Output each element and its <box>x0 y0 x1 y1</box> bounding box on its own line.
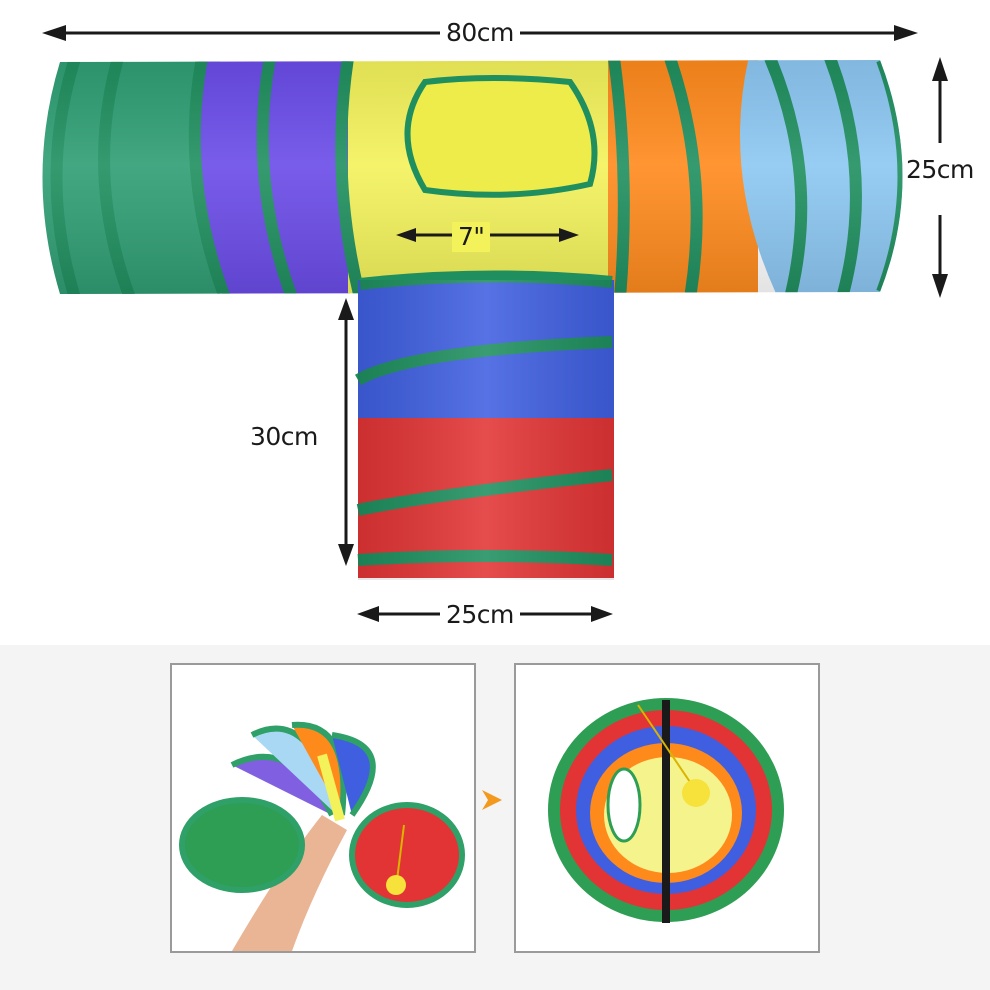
branch-width-label: 25cm <box>440 600 520 630</box>
branch-length-label: 30cm <box>244 422 324 452</box>
diameter-label: 25cm <box>906 155 974 185</box>
folded-tunnel-illustration <box>548 698 784 923</box>
folded-photo <box>514 663 820 953</box>
diameter-arrow <box>932 57 948 298</box>
bottom-photo-area <box>0 645 990 990</box>
peephole-opening <box>404 75 598 198</box>
collapsed-tunnel-illustration <box>179 721 465 951</box>
length-label: 80cm <box>440 18 520 48</box>
peephole-width-label: 7" <box>452 222 491 252</box>
collapse-photo <box>170 663 476 953</box>
branch-tunnel-tube <box>355 270 614 580</box>
branch-length-arrow <box>338 298 354 566</box>
transition-arrow-icon <box>482 790 502 810</box>
main-tunnel-tube <box>42 60 903 294</box>
